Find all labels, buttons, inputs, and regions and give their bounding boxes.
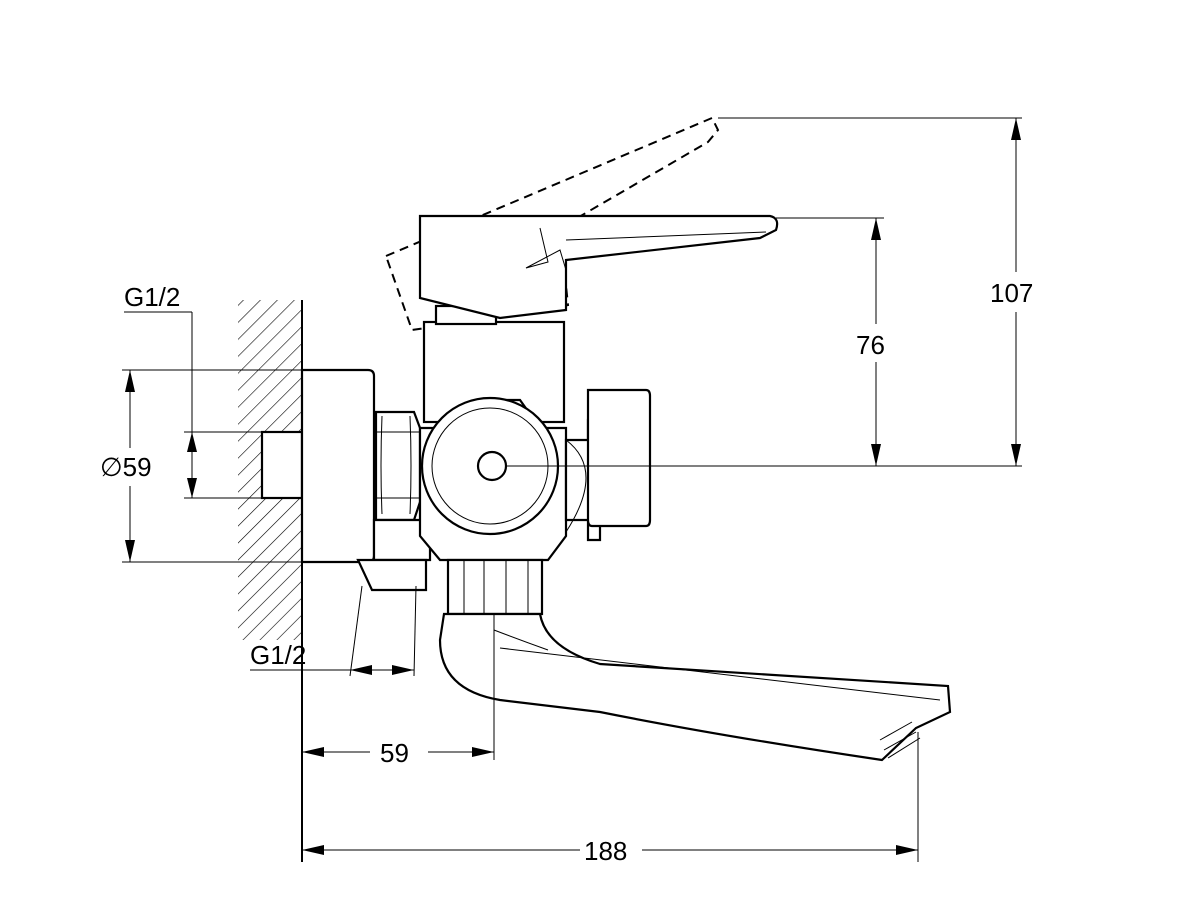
dim-total-height: 107 bbox=[718, 117, 1033, 466]
lower-inlet-pipe bbox=[356, 558, 428, 592]
dim-lever-height: 76 bbox=[506, 217, 1022, 467]
diverter-screw bbox=[476, 450, 508, 482]
label-lever-height: 76 bbox=[856, 330, 885, 360]
shower-outlet bbox=[564, 388, 652, 542]
dim-overall-length: 188 bbox=[302, 732, 919, 866]
lever-handle bbox=[418, 214, 779, 320]
diverter-body bbox=[418, 396, 568, 562]
eccentric-nut bbox=[374, 410, 422, 522]
label-thread-bottom: G1/2 bbox=[250, 640, 306, 670]
dim-wall-to-outlet: 59 bbox=[302, 614, 495, 768]
lower-connector bbox=[372, 518, 432, 562]
dim-diameter: ∅59 bbox=[100, 369, 302, 563]
escutcheon-flange bbox=[300, 368, 376, 564]
dim-thread-bottom: G1/2 bbox=[250, 585, 417, 677]
label-wall-to-outlet: 59 bbox=[380, 738, 409, 768]
wall-inlet-stub bbox=[260, 430, 304, 500]
wall bbox=[238, 300, 303, 862]
label-diameter: ∅59 bbox=[100, 452, 152, 482]
spout-swivel-nut bbox=[446, 558, 544, 616]
label-total-height: 107 bbox=[990, 278, 1033, 308]
dim-thread-top: G1/2 bbox=[124, 282, 262, 499]
label-thread-top: G1/2 bbox=[124, 282, 180, 312]
label-overall-length: 188 bbox=[584, 836, 627, 866]
spout bbox=[438, 612, 952, 762]
